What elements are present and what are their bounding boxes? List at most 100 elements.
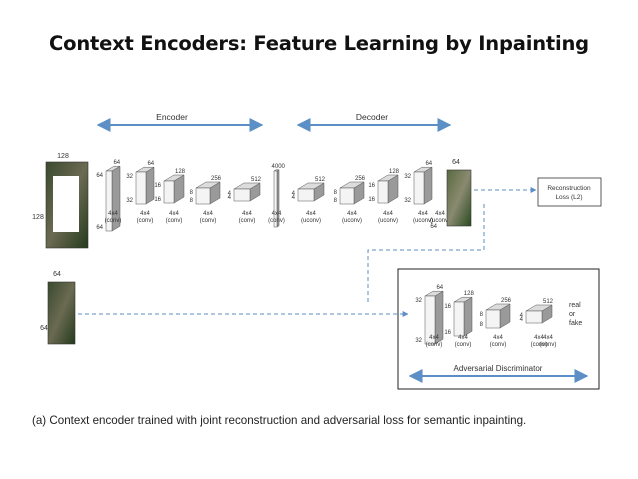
disc-layer-2-depth: 128: [464, 291, 475, 297]
main-layer-7-depth: 512: [315, 177, 326, 183]
slide-title: Context Encoders: Feature Learning by In…: [49, 32, 589, 55]
recon-label-2: Loss (L2): [555, 194, 582, 201]
disc-layer-4-kernel: 4x4: [534, 335, 544, 341]
real-label: real: [569, 302, 581, 309]
main-layer-5-depth: 512: [251, 177, 262, 183]
main-layer-6-front: [273, 170, 278, 228]
disc-layer-2-side: [463, 296, 473, 337]
disc-layer-3-kernel: 4x4: [493, 335, 503, 341]
main-layer-7: 512 44 4x4(uconv): [292, 177, 326, 224]
main-layer-6-depth: 4000: [272, 164, 286, 170]
main-layer-8-width: 8: [334, 190, 338, 196]
main-layer-10-type: (uconv): [413, 218, 433, 224]
encoder-label: Encoder: [156, 112, 188, 122]
disc-layer-1-height: 32: [415, 338, 422, 344]
main-layer-9-kernel: 4x4: [383, 211, 393, 217]
main-layer-6: 4000 4x4(conv): [268, 164, 286, 228]
main-layer-10-front: [413, 171, 425, 205]
disc-layer-4-width: 4: [520, 313, 524, 319]
recon-label-1: Reconstruction: [547, 185, 591, 192]
fake-label: fake: [569, 320, 582, 327]
disc-layer-2-type: (conv): [455, 342, 472, 348]
main-layer-1-height: 64: [96, 225, 103, 231]
main-layer-6-type: (conv): [268, 218, 285, 224]
output-image: [446, 169, 472, 227]
main-layer-5-front: [233, 188, 251, 202]
main-layer-1-kernel: 4x4: [108, 211, 118, 217]
main-layer-10-width: 32: [404, 174, 411, 180]
disc-layer-3-width: 8: [480, 312, 484, 318]
main-layer-3-type: (conv): [166, 218, 183, 224]
main-layer-7-type: (uconv): [301, 218, 321, 224]
disc-layer-3-front: [485, 309, 501, 329]
recon-loss-box: [537, 177, 602, 207]
encoder-decoder-layers: 6464644x4(conv)6432324x4(conv)12816164x4…: [96, 160, 450, 232]
disc-layer-1-depth: 64: [436, 285, 443, 291]
main-layer-4-front: [195, 187, 211, 205]
main-layer-9-height: 16: [368, 197, 375, 203]
main-layer-9-depth: 128: [389, 169, 400, 175]
disc-input-size-top: 64: [53, 271, 61, 278]
main-layer-7-front: [297, 188, 315, 202]
main-layer-2-side: [145, 166, 155, 205]
main-layer-8-kernel: 4x4: [347, 211, 357, 217]
main-layer-11: 64 4x4(uconv): [430, 211, 450, 230]
main-layer-10-side: [423, 166, 433, 205]
main-layer-4-height: 8: [190, 198, 194, 204]
disc-input-size-left: 64: [40, 325, 48, 332]
main-layer-7-height: 4: [292, 195, 296, 201]
output-size: 64: [452, 159, 460, 166]
disc-layer-5-kernel: 4x4: [543, 335, 553, 341]
main-layer-4-width: 8: [190, 190, 194, 196]
disc-layer-1-width: 32: [415, 298, 422, 304]
main-layer-9-width: 16: [368, 183, 375, 189]
main-layer-1: 64 64 64 4x4(conv): [96, 160, 122, 232]
input-size-left: 128: [32, 214, 44, 221]
main-layer-3-kernel: 4x4: [169, 211, 179, 217]
main-layer-1-depth: 64: [113, 160, 120, 166]
main-layer-1-type: (conv): [105, 218, 122, 224]
main-layer-9-type: (uconv): [378, 218, 398, 224]
main-layer-7-width: 4: [292, 191, 296, 197]
main-layer-2-kernel: 4x4: [140, 211, 150, 217]
main-layer-11-kernel: 4x4: [435, 211, 445, 217]
disc-layer-4-depth: 512: [543, 299, 554, 305]
or-label: or: [569, 311, 576, 318]
main-layer-3-depth: 128: [175, 169, 186, 175]
main-layer-7-kernel: 4x4: [306, 211, 316, 217]
main-layer-1-width: 64: [96, 173, 103, 179]
main-layer-3-width: 16: [154, 183, 161, 189]
main-layer-4-kernel: 4x4: [203, 211, 213, 217]
disc-layer-3-depth: 256: [501, 298, 512, 304]
main-layer-4-depth: 256: [211, 176, 222, 182]
real-image: [47, 281, 76, 345]
main-layer-5-kernel: 4x4: [242, 211, 252, 217]
figure-caption: (a) Context encoder trained with joint r…: [32, 414, 527, 427]
main-layer-2-height: 32: [126, 198, 133, 204]
main-layer-2-width: 32: [126, 174, 133, 180]
main-layer-10-height: 32: [404, 198, 411, 204]
main-layer-3-front: [163, 180, 175, 204]
disc-layer-1-type: (conv): [426, 342, 443, 348]
main-layer-1-front: [105, 170, 113, 232]
disc-layer-2-height: 16: [444, 330, 451, 336]
main-layer-8-front: [339, 187, 355, 205]
disc-layer-3-type: (conv): [490, 342, 507, 348]
main-layer-2-front: [135, 171, 147, 205]
discriminator-box: [397, 268, 600, 390]
main-layer-11-height: 64: [430, 224, 437, 230]
main-layer-11-type: (uconv): [430, 218, 450, 224]
output-to-discriminator-path: [367, 204, 485, 305]
main-layer-6-kernel: 4x4: [272, 211, 282, 217]
